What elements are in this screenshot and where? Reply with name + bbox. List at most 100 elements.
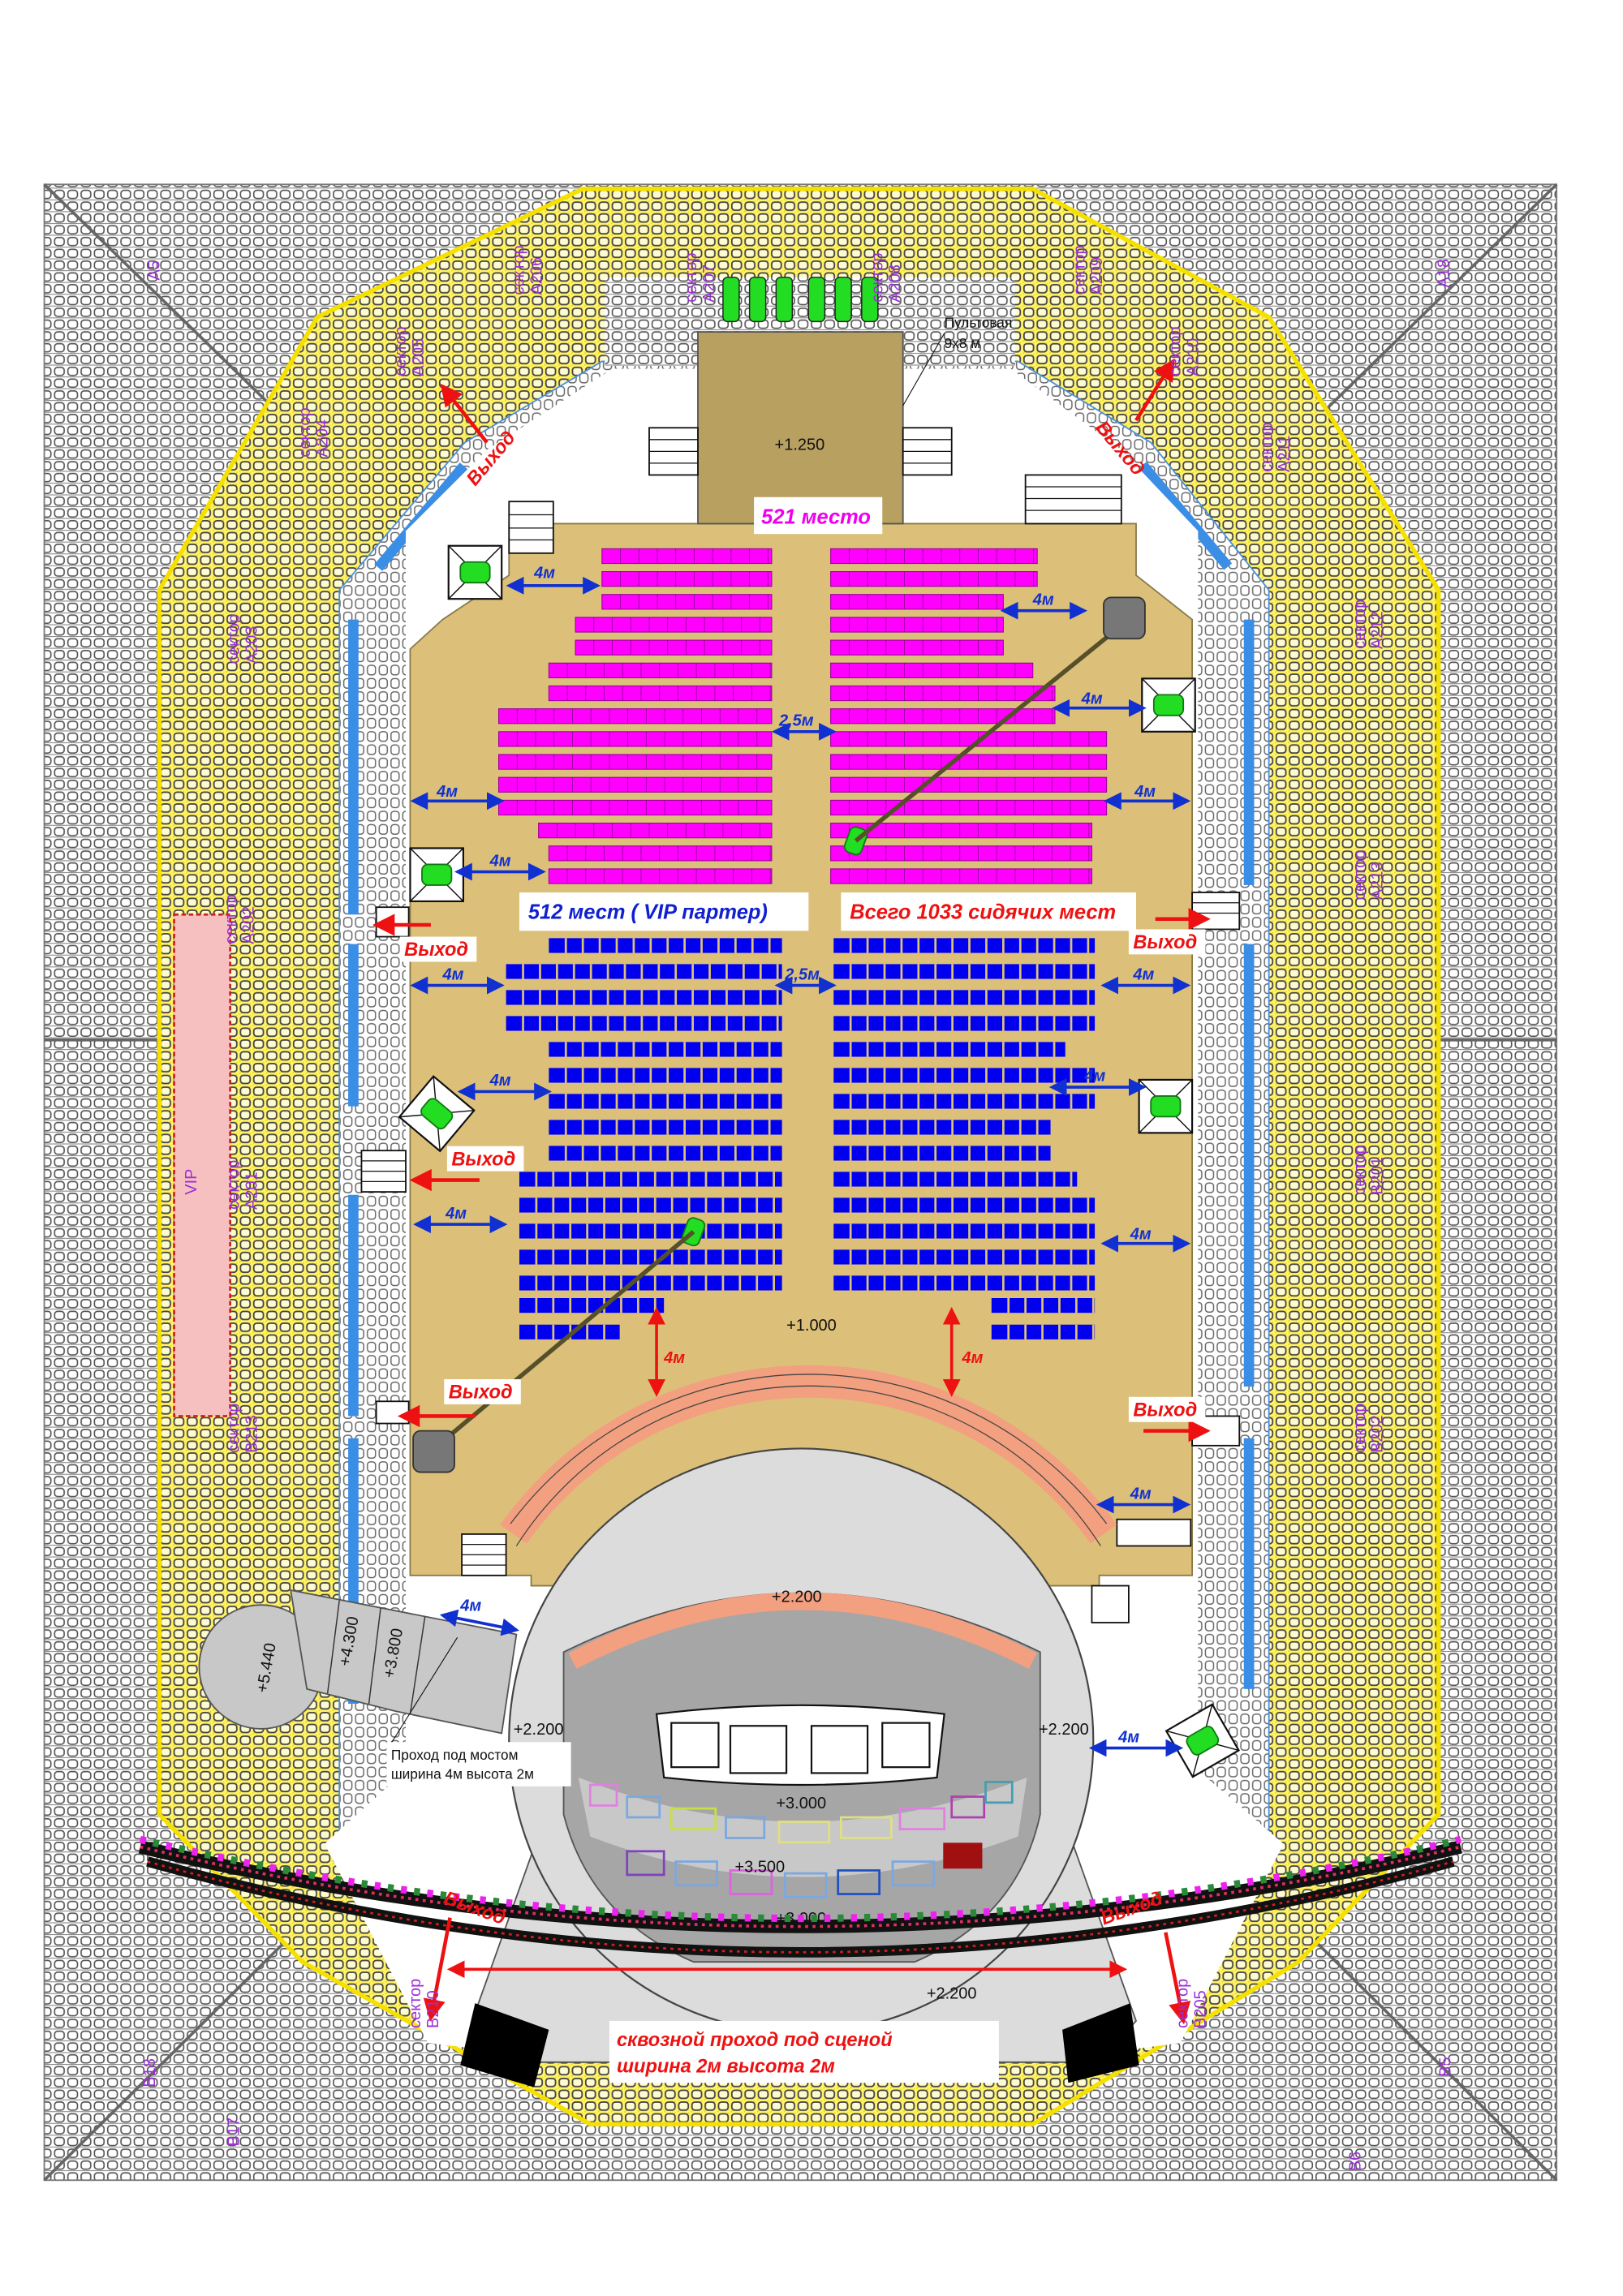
- led-screens: [655, 1704, 945, 1786]
- upper-stage-level: +3.000: [776, 1795, 826, 1812]
- sector-code: A208: [886, 264, 904, 303]
- stair-treads: [361, 439, 1240, 1566]
- bridge-note-leader: [390, 1636, 458, 1744]
- sector-word: сектор: [226, 614, 243, 664]
- sector-code: A206: [527, 257, 545, 295]
- seat-row-upper-right: [830, 708, 1056, 724]
- seat-row-vip-left: [549, 938, 782, 953]
- sector-code: B201: [1369, 1157, 1387, 1195]
- total-capacity-box: [841, 892, 1136, 931]
- light-fixtures: [588, 1781, 1014, 1898]
- seat-row-upper-left: [498, 708, 773, 724]
- seat-row-upper-right: [830, 548, 1038, 565]
- dimension-label: 4м: [1032, 591, 1054, 608]
- seat-row-vip-left: [519, 1275, 782, 1291]
- sector-label: секторA209: [1070, 245, 1106, 295]
- seat-row-upper-left: [498, 776, 773, 793]
- exit-label-box: [1128, 1396, 1206, 1422]
- console-size: 9x8 м: [945, 335, 981, 351]
- sector-label: секторA205: [392, 326, 428, 376]
- dimension-label: 4м: [441, 965, 463, 983]
- seat-row-vip-left: [549, 1094, 782, 1109]
- floor-level: +1.000: [786, 1317, 837, 1335]
- seat-row-upper-left: [498, 799, 773, 816]
- sector-label: секторA202: [222, 894, 258, 944]
- lighting-truss: [138, 1835, 1462, 1958]
- sector-label: секторA203: [226, 614, 261, 664]
- zone-label: VIP: [183, 1168, 200, 1194]
- seat-row-upper-left: [548, 685, 773, 702]
- seat-row-upper-right: [830, 685, 1056, 702]
- zone-label: B6: [1346, 2152, 1364, 2171]
- seat-row-upper-left: [601, 571, 773, 587]
- seat-row-vip-right: [833, 964, 1096, 979]
- sector-code: A210: [1184, 338, 1202, 376]
- upper-stage-steps: [568, 1592, 1037, 1669]
- seat-row-upper-left: [498, 754, 773, 770]
- sector-word: сектор: [1174, 1979, 1192, 2028]
- seat-row-vip-right: [833, 1016, 1096, 1031]
- sector-label: секторA201: [226, 1160, 261, 1210]
- seat-row-vip-left: [519, 1249, 782, 1265]
- sector-label: секторA210: [1167, 326, 1203, 376]
- seat-row-vip-left: [506, 964, 782, 979]
- stage-center-level: +2.200: [772, 1589, 822, 1606]
- sector-word: сектор: [1351, 1145, 1369, 1194]
- sector-code: B205: [1191, 1990, 1209, 2028]
- seat-row-upper-left: [575, 639, 773, 656]
- dimension-label: 2,5м: [778, 712, 814, 730]
- sector-code: A207: [700, 264, 718, 303]
- riser-band: [578, 1777, 1027, 1877]
- riser-level: +3.500: [734, 1858, 785, 1876]
- sector-label: секторA204: [296, 407, 332, 457]
- sector-label: секторA212: [1351, 600, 1387, 649]
- console-level: +1.250: [775, 436, 825, 454]
- sector-label: секторB213: [226, 1404, 261, 1453]
- sector-label: секторB201: [1351, 1145, 1387, 1194]
- sector-word: сектор: [510, 245, 527, 295]
- exit-label: Выход: [404, 939, 468, 961]
- sector-word: сектор: [222, 894, 240, 944]
- seat-row-upper-right: [830, 594, 1004, 610]
- sector-word: сектор: [868, 252, 886, 302]
- dimension-label: 4м: [1081, 690, 1103, 707]
- seat-row-vip-left: [549, 1068, 782, 1083]
- seat-rows: [498, 548, 1108, 1339]
- vip-capacity-label: 512 мест ( VIP партер): [528, 901, 768, 924]
- seat-row-vip-right: [833, 990, 1096, 1005]
- camera-cranes: [430, 617, 1130, 1452]
- camera-positions: [398, 544, 1241, 1778]
- sector-word: сектор: [407, 1979, 424, 2028]
- seat-row-upper-right: [830, 662, 1034, 678]
- seat-row-upper-left: [538, 823, 773, 839]
- sector-word: сектор: [392, 326, 410, 376]
- upper-capacity-label: 521 место: [761, 505, 871, 528]
- exit-arrow: [440, 383, 489, 444]
- dimension-label: 4м: [1134, 783, 1156, 801]
- vip-capacity-box: [519, 892, 809, 931]
- sector-code: A211: [1276, 436, 1294, 472]
- sector-code: A203: [243, 626, 260, 664]
- seat-row-vip-right: [833, 1223, 1096, 1239]
- sector-code: A213: [1369, 862, 1387, 900]
- zone-label: B5: [1436, 2057, 1454, 2077]
- dimension-label: 4м: [961, 1349, 983, 1367]
- under-stage-note-box: [609, 2020, 999, 2083]
- dimension-label: 4м: [533, 565, 555, 583]
- zone-label: A5: [145, 260, 163, 280]
- seat-row-upper-right: [830, 617, 1004, 633]
- zone-label: A18: [1435, 259, 1453, 288]
- sound-console-platform: [697, 331, 904, 525]
- seat-row-vip-right: [833, 1094, 1096, 1109]
- sector-code: B213: [243, 1415, 260, 1453]
- sector-label: секторA207: [682, 252, 718, 302]
- seat-row-vip-right: [833, 1275, 1096, 1291]
- sector-code: B210: [424, 1990, 442, 2028]
- seat-row-vip-left: [506, 990, 782, 1005]
- sector-word: сектор: [1351, 1404, 1369, 1453]
- camera-icon: [1141, 677, 1196, 733]
- dimension-label: 4м: [436, 783, 458, 801]
- stairs: [360, 427, 1241, 1623]
